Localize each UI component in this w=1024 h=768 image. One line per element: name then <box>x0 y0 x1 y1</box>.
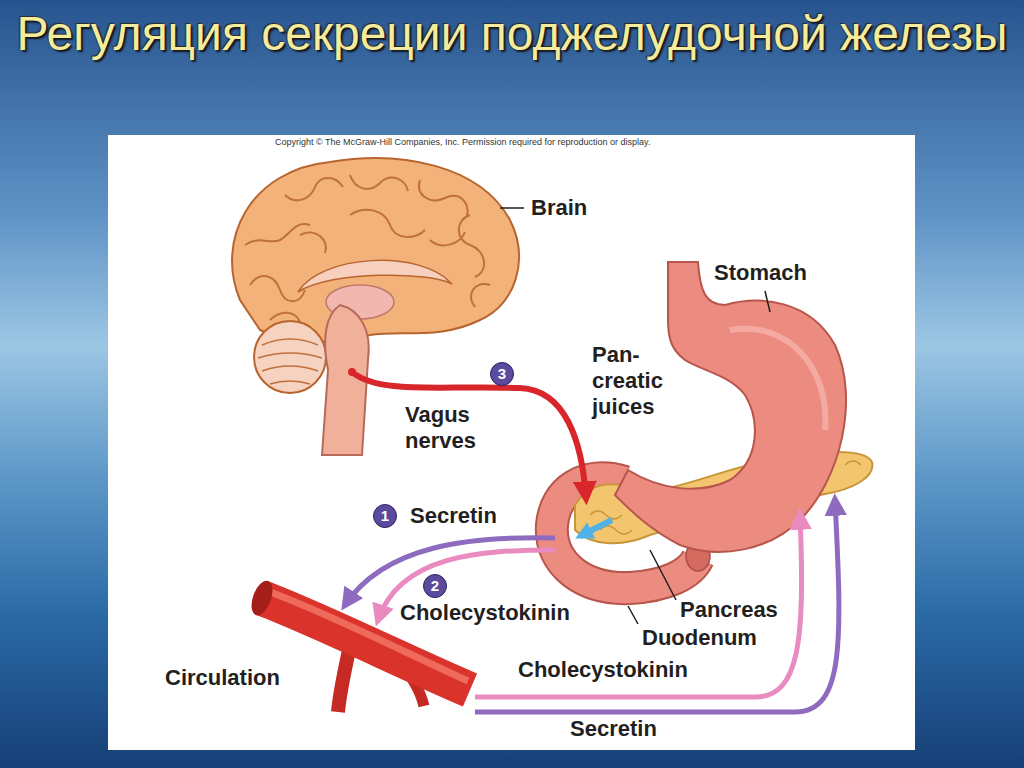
gyrus <box>471 284 490 307</box>
gyrus <box>419 180 468 216</box>
secretin-arrow <box>345 538 555 605</box>
gyrus <box>285 178 343 200</box>
hormone-label: Cholecystokinin <box>400 600 570 626</box>
hormone-label: Secretin <box>410 503 497 529</box>
blood-vessel <box>247 578 470 712</box>
callout-number: 1 <box>373 504 397 528</box>
gyrus <box>350 175 408 191</box>
part-label: Brain <box>531 195 587 221</box>
folium <box>258 353 322 358</box>
leader-line <box>650 550 676 600</box>
vessel-branch <box>338 645 350 712</box>
callout-number: 3 <box>490 362 514 386</box>
folium <box>262 339 318 345</box>
cerebellum <box>254 321 326 393</box>
vagus-arrow <box>352 372 586 498</box>
gyrus <box>430 232 465 245</box>
cerebellum-folia <box>258 339 322 384</box>
part-label: Pancreas <box>680 597 778 623</box>
gyrus <box>300 233 326 253</box>
lobule <box>600 526 632 534</box>
copyright-note: Copyright © The McGraw-Hill Companies, I… <box>275 137 650 148</box>
stomach-highlight <box>730 329 825 430</box>
gyrus <box>250 276 305 301</box>
slide-title: Регуляция секреции поджелудочной железы <box>0 4 1024 64</box>
hormone-label: Secretin <box>570 716 657 742</box>
part-label: Circulation <box>165 665 280 691</box>
brain-gyri <box>245 175 490 322</box>
folium <box>262 366 318 371</box>
cerebrum <box>232 158 519 342</box>
lobule <box>590 511 622 519</box>
gyrus <box>459 215 484 277</box>
lobule <box>845 461 861 465</box>
brain <box>232 158 524 455</box>
folium <box>270 381 310 384</box>
juice-arrow <box>580 520 612 536</box>
vessel-end <box>247 578 276 618</box>
part-label: Duodenum <box>642 625 757 651</box>
part-label: Pan- creatic juices <box>592 342 663 420</box>
gyrus <box>350 210 425 237</box>
part-label: Vagus nerves <box>405 402 476 454</box>
hormone-label: Cholecystokinin <box>518 657 688 683</box>
leader-line <box>765 291 770 312</box>
leader-line <box>628 606 638 624</box>
leader-line <box>500 207 524 209</box>
white-panel <box>108 135 915 750</box>
callout-number: 2 <box>423 574 447 598</box>
part-label: Stomach <box>714 260 807 286</box>
